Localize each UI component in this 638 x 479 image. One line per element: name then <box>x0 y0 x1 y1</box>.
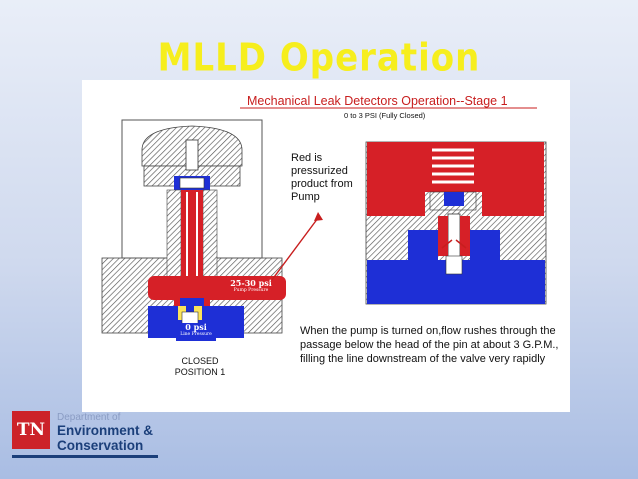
figure-title: Mechanical Leak Detectors Operation--Sta… <box>247 94 508 108</box>
logo-underline <box>12 455 158 458</box>
valve-cross-section-closed <box>101 119 286 338</box>
pressurized-note: Red is pressurized product from Pump <box>291 152 353 203</box>
figure-subtitle: 0 to 3 PSI (Fully Closed) <box>344 111 426 120</box>
logo-line-1: Environment & <box>57 423 154 438</box>
pump-pressure-value: 25-30 psi <box>230 278 272 288</box>
logo-department-text: Department of <box>57 412 121 423</box>
tn-badge: TN <box>12 411 50 449</box>
valve-detail-zoom <box>365 141 547 305</box>
line-pressure-box: 0 psi Line Pressure <box>176 323 216 341</box>
valve-illustrations <box>101 107 547 338</box>
pump-pressure-label: Pump Pressure <box>233 288 269 293</box>
logo-line-2: Conservation <box>57 438 144 453</box>
slide-title: MLLD Operation <box>157 35 481 81</box>
callout-arrowhead <box>314 212 323 221</box>
closed-position-label: CLOSED POSITION 1 <box>174 356 226 377</box>
pump-pressure-box: 25-30 psi Pump Pressure <box>230 279 272 299</box>
figure-panel: Mechanical Leak Detectors Operation--Sta… <box>82 80 570 412</box>
line-pressure-value: 0 psi <box>185 322 207 332</box>
stage-description: When the pump is turned on,flow rushes t… <box>300 325 559 365</box>
line-pressure-label: Line Pressure <box>180 332 212 337</box>
